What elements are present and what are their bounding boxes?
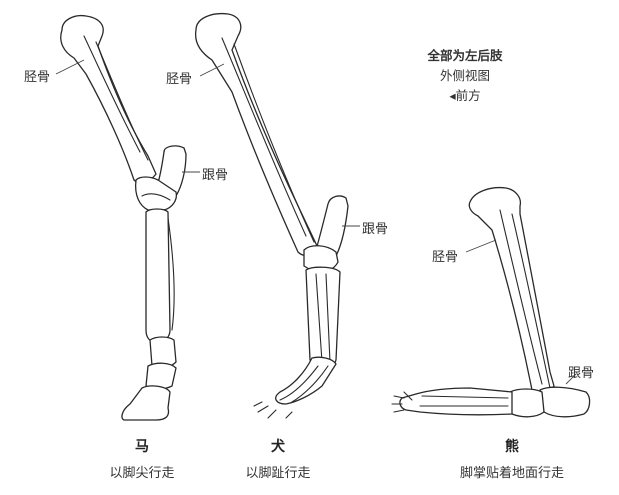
bear-tibia: [468, 186, 555, 395]
bear-name: 熊: [505, 439, 519, 455]
horse-tibia: [60, 14, 157, 184]
bear-tibia-label: 胫骨: [432, 250, 459, 265]
bear-calcaneus-label: 跟骨: [568, 366, 595, 381]
dog-tibia-label: 胫骨: [166, 72, 193, 87]
bear-tibia-leader: [465, 239, 497, 253]
horse-short-pastern: [145, 362, 177, 390]
horse-leg-skeleton: [60, 14, 187, 421]
dog-gait: 以脚趾行走: [245, 466, 311, 481]
view-note: 全部为左后肢 外侧视图 ◂前方: [400, 46, 530, 106]
bear-tarsals: [509, 388, 545, 418]
bear-foot: [399, 387, 513, 416]
horse-cannon-bone: [145, 208, 171, 343]
dog-tibia: [194, 12, 319, 257]
dog-leg-skeleton: [194, 12, 349, 419]
dog-metatarsals: [305, 266, 341, 370]
bear-leg-skeleton: [391, 186, 591, 418]
horse-gait: 以脚尖行走: [109, 466, 175, 481]
horse-name: 马: [135, 439, 149, 455]
front-label: 前方: [455, 88, 481, 103]
horse-hoof-bone: [121, 385, 171, 421]
horse-tibia-leader: [55, 59, 85, 75]
dog-tibia-leader: [199, 63, 225, 77]
view-note-line3: ◂前方: [400, 86, 530, 106]
horse-tarsals: [134, 176, 178, 211]
bear-calcaneus: [539, 386, 591, 418]
view-note-line2: 外侧视图: [439, 68, 490, 83]
left-arrow-icon: ◂: [449, 88, 456, 103]
bear-gait: 脚掌贴着地面行走: [459, 466, 564, 481]
dog-calcaneus-label: 跟骨: [362, 222, 389, 237]
horse-tibia-label: 胫骨: [24, 70, 51, 85]
horse-calcaneus-label: 跟骨: [202, 168, 229, 183]
bear-calcaneus-leader: [565, 373, 577, 385]
dog-name: 犬: [271, 439, 285, 455]
view-note-line1: 全部为左后肢: [427, 48, 503, 63]
